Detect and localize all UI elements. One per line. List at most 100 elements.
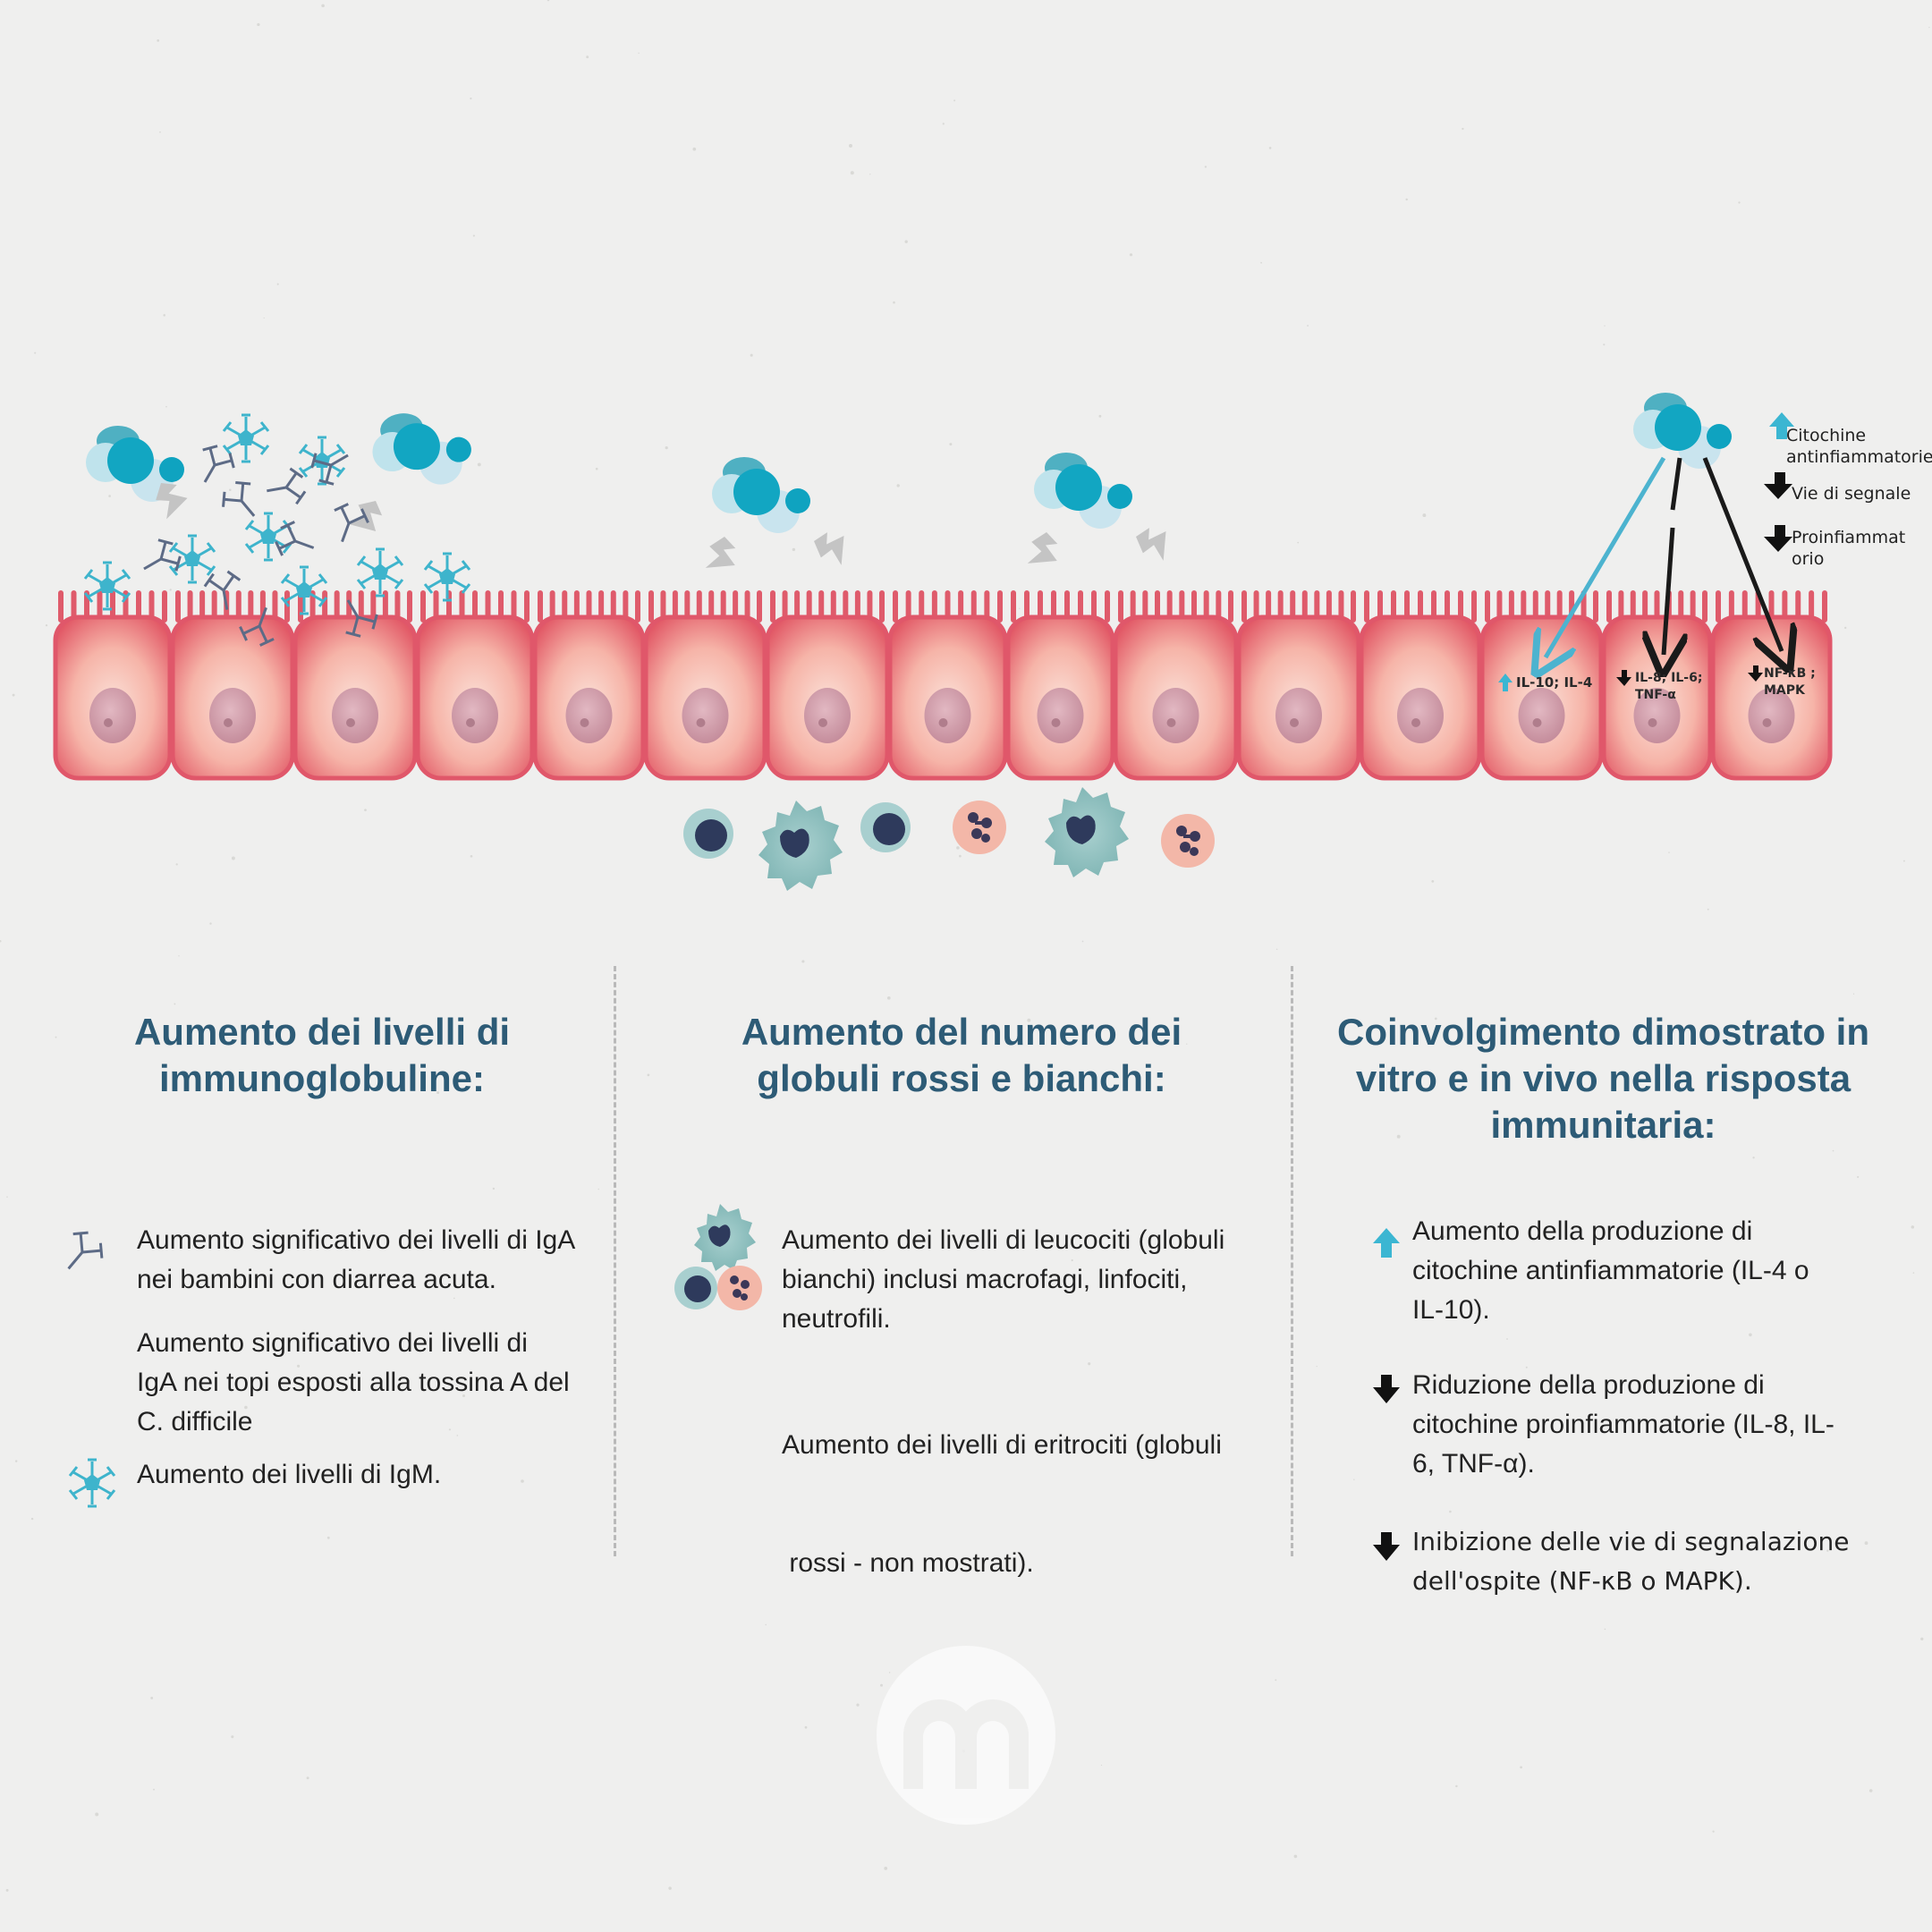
- toxin-bolt-icon: [1131, 519, 1177, 564]
- cell-nucleus: [1397, 688, 1444, 743]
- epithelial-cell: [887, 590, 1008, 781]
- column-1-paragraph-2-line-2: IgA nei topi esposti alla tossina A del: [137, 1368, 570, 1397]
- column-1-paragraph-3-line-1: Aumento dei livelli di IgM.: [137, 1460, 442, 1489]
- legend-item-2-line-1: Vie di segnale: [1792, 484, 1911, 504]
- neutrophil-icon: [953, 801, 1006, 854]
- cell-cytokine-labels: IL-10; IL-4 IL-8; IL-6; TNF-α NF-κB ; MA…: [1498, 665, 1816, 702]
- column-3-paragraph-3-line-1: Inibizione delle vie di segnalazione: [1412, 1527, 1850, 1556]
- igm-pentamer-icon: [244, 512, 292, 562]
- antibody-icon: [262, 465, 309, 511]
- proinflammatory-arrow: [1664, 527, 1673, 655]
- up-arrow-icon: [1498, 674, 1513, 691]
- cell-nucleus: [1037, 688, 1084, 743]
- toxin-bolt-icon: [1024, 528, 1065, 573]
- column-3-paragraph-2-line-2: citochine proinfiammatorie (IL-8, IL-: [1412, 1410, 1835, 1439]
- il10-label: IL-10; IL-4: [1516, 674, 1592, 691]
- column-1-paragraph-2-line-1: Aumento significativo dei livelli di: [137, 1328, 528, 1358]
- bacteria-cluster-icon: [368, 404, 476, 494]
- nfkb-label-line-2: MAPK: [1764, 683, 1806, 698]
- bacteria-cluster-icon: [712, 457, 810, 533]
- column-3-title-line-3: immunitaria:: [1490, 1104, 1716, 1146]
- down-arrow-icon: [1616, 670, 1631, 686]
- column-divider: [1291, 966, 1293, 1556]
- antibody-icon: [133, 533, 187, 586]
- epithelial-cell: [1236, 590, 1361, 781]
- antibody-icon: [305, 438, 359, 491]
- column-2-paragraph-2: Aumento dei livelli di eritrociti (globu…: [782, 1347, 1265, 1623]
- epithelial-cell: [292, 590, 418, 781]
- column-3-paragraph-2-line-3: 6, TNF-α).: [1412, 1449, 1535, 1479]
- white-blood-cells-icon: [674, 1204, 762, 1310]
- column-3-paragraph-2-line-1: Riduzione della produzione di: [1412, 1370, 1765, 1400]
- bacteria-cluster-icon: [1034, 453, 1132, 529]
- cell-nucleus: [1275, 688, 1322, 743]
- signaling-arrow-segment: [1670, 457, 1682, 511]
- legend: Citochine antinfiammatorie Vie di segnal…: [1764, 412, 1932, 569]
- antibody-icon: [188, 439, 241, 493]
- igm-pentamer-icon: [280, 565, 328, 615]
- column-2-title: Aumento del numero dei globuli rossi e b…: [666, 1009, 1257, 1102]
- column-2-paragraph-2-line-2: rossi - non mostrati).: [782, 1548, 1034, 1578]
- column-1-paragraph-1-line-1: Aumento significativo dei livelli di IgA: [137, 1225, 576, 1255]
- column-3-paragraph-3-line-2: dell'ospite (NF-κB o MAPK).: [1412, 1566, 1752, 1596]
- epithelial-cell: [1359, 590, 1482, 781]
- column-1-paragraph-2: Aumento significativo dei livelli di IgA…: [137, 1324, 602, 1442]
- column-3-paragraph-3: Inibizione delle vie di segnalazione del…: [1412, 1522, 1877, 1601]
- cell-nucleus: [1518, 688, 1565, 743]
- epithelial-cell: [643, 590, 767, 781]
- column-1-title: Aumento dei livelli di immunoglobuline:: [54, 1009, 590, 1102]
- cell-nucleus: [1152, 688, 1199, 743]
- cell-nucleus: [924, 688, 971, 743]
- toxin-bolt-icon: [344, 494, 391, 541]
- down-arrow-icon: [1373, 1375, 1400, 1403]
- column-divider: [614, 966, 616, 1556]
- igm-pentamer-icon: [83, 561, 131, 611]
- epithelial-cell: [765, 590, 890, 781]
- macrophage-icon: [758, 801, 843, 891]
- igm-pentamer-icon: [168, 534, 216, 584]
- column-1-paragraph-1: Aumento significativo dei livelli di IgA…: [137, 1221, 602, 1300]
- epithelial-cell: [1113, 590, 1239, 781]
- cell-nucleus: [804, 688, 851, 743]
- il8-label-line-2: TNF-α: [1635, 688, 1676, 702]
- column-2-paragraph-2-line-1: Aumento dei livelli di eritrociti (globu…: [782, 1430, 1222, 1460]
- lymphocyte-icon: [860, 802, 911, 852]
- column-3-title: Coinvolgimento dimostrato in vitro e in …: [1315, 1009, 1892, 1148]
- column-3-paragraph-1-line-2: citochine antinfiammatorie (IL-4 o: [1412, 1256, 1809, 1285]
- column-3-paragraph-1-line-3: IL-10).: [1412, 1295, 1490, 1325]
- column-2-title-line-2: globuli rossi e bianchi:: [757, 1057, 1166, 1099]
- anti-inflammatory-arrow: [1546, 456, 1666, 657]
- antibody-icon: [215, 474, 269, 530]
- cell-nucleus: [89, 688, 136, 743]
- neutrophil-icon: [1161, 814, 1215, 868]
- column-2-paragraph-1: Aumento dei livelli di leucociti (globul…: [782, 1221, 1265, 1339]
- cell-nucleus: [452, 688, 498, 743]
- igm-pentamer-icon: [356, 547, 404, 597]
- column-2-paragraph-1-line-2: bianchi) inclusi macrofagi, linfociti,: [782, 1265, 1188, 1294]
- epithelial-cell: [53, 590, 173, 781]
- down-arrow-icon: [1748, 665, 1763, 682]
- bacteria-cluster-icon: [1633, 393, 1732, 469]
- column-2-title-line-1: Aumento del numero dei: [741, 1011, 1182, 1053]
- legend-item-1-line-1: Citochine: [1786, 426, 1866, 445]
- cell-nucleus: [209, 688, 256, 743]
- signaling-pathway-arrow: [1702, 457, 1782, 651]
- watermark-logo: [877, 1646, 1055, 1825]
- column-1-title-line-2: immunoglobuline:: [159, 1057, 485, 1099]
- column-1-paragraph-2-line-3: C. difficile: [137, 1407, 253, 1436]
- cell-nucleus: [1748, 688, 1795, 743]
- epithelial-cell: [415, 590, 535, 781]
- column-3-paragraph-1-line-1: Aumento della produzione di: [1412, 1216, 1753, 1246]
- column-2-paragraph-1-line-1: Aumento dei livelli di leucociti (globul…: [782, 1225, 1225, 1255]
- column-1-icons: [67, 1231, 116, 1508]
- epithelial-cell: [1710, 590, 1833, 781]
- epithelial-cell: [170, 590, 295, 781]
- cytokine-signaling: [1546, 393, 1782, 657]
- immunoglobulin-network: [83, 404, 476, 651]
- macrophage-icon: [1045, 787, 1129, 877]
- column-3-icons: [1373, 1228, 1400, 1561]
- antibody-icon: [67, 1231, 104, 1270]
- legend-item-3-line-2: orio: [1792, 549, 1824, 569]
- cell-nucleus: [565, 688, 613, 743]
